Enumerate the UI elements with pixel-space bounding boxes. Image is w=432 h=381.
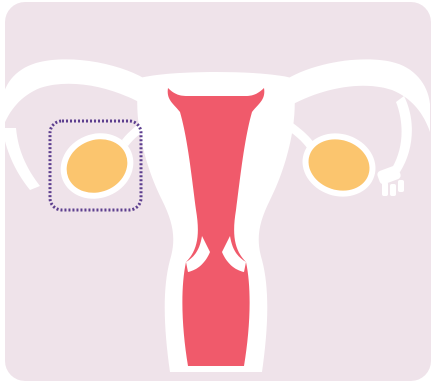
left-fallopian-tube	[2, 59, 150, 130]
left-fimbriae	[2, 128, 40, 190]
right-tube-descending-arm	[392, 96, 412, 172]
